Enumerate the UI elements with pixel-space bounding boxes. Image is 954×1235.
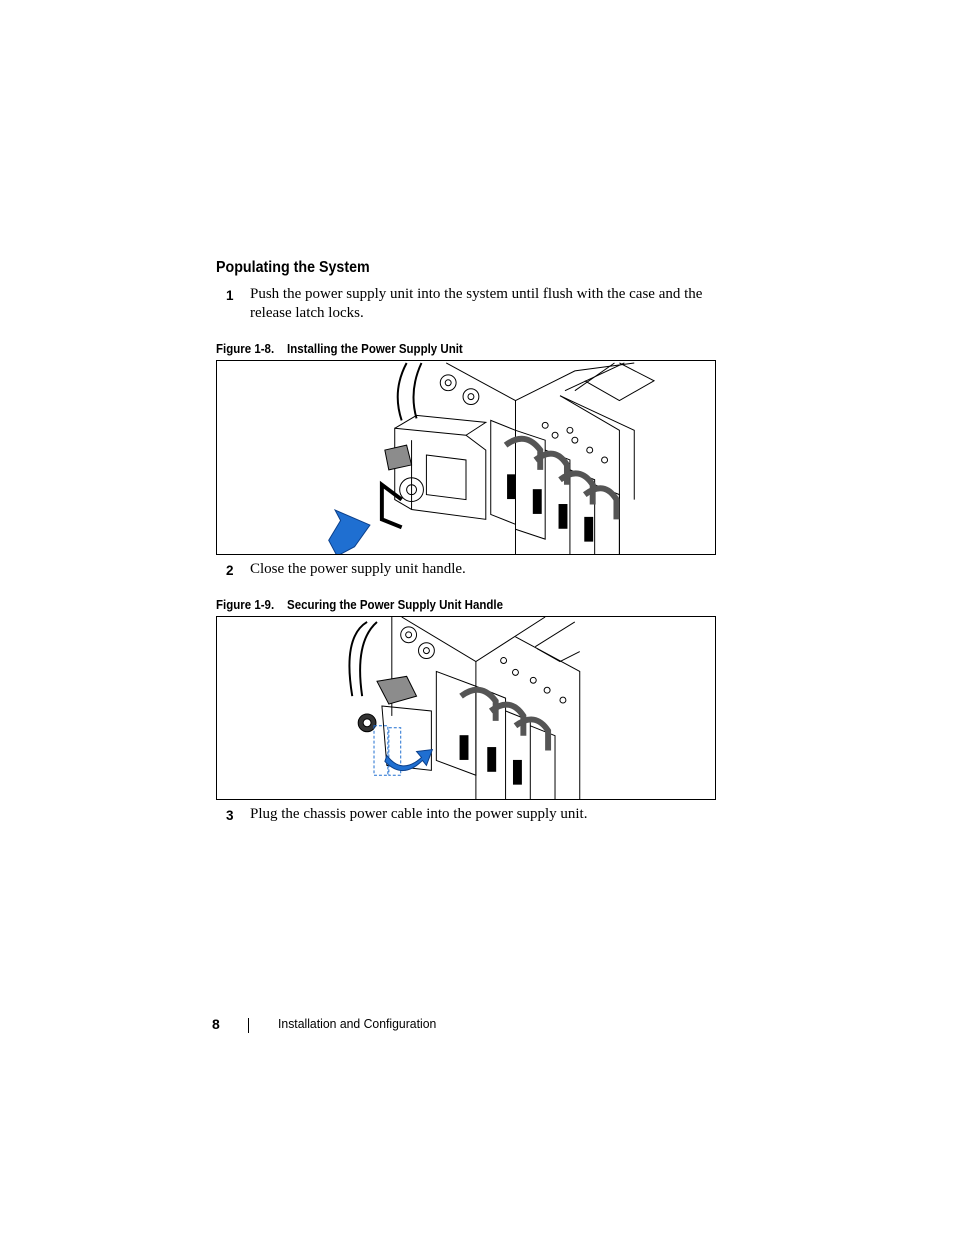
figure-1-8-title: Installing the Power Supply Unit: [287, 342, 463, 356]
footer-divider: [248, 1018, 249, 1033]
section-heading: Populating the System: [216, 259, 370, 276]
close-direction-arrow: [384, 748, 434, 772]
step-2-text: Close the power supply unit handle.: [250, 561, 466, 577]
figure-1-9-title: Securing the Power Supply Unit Handle: [287, 598, 504, 612]
step-1-text: Push the power supply unit into the syst…: [250, 286, 703, 321]
power-supply-handle-illustration: [348, 617, 581, 799]
figure-1-8-image: [216, 360, 716, 555]
insert-direction-arrow: [328, 509, 371, 554]
figure-1-9-image: [216, 616, 716, 800]
footer-section-title: Installation and Configuration: [278, 1016, 437, 1031]
step-3-text: Plug the chassis power cable into the po…: [250, 806, 588, 822]
figure-1-8-caption: Figure 1-8. Installing the Power Supply U…: [216, 342, 463, 356]
power-supply-install-illustration: [328, 362, 656, 554]
step-3-number: 3: [226, 808, 234, 823]
page-number: 8: [212, 1016, 220, 1032]
step-1-number: 1: [226, 288, 234, 303]
figure-1-9-label: Figure 1-9.: [216, 598, 275, 612]
figure-1-9-caption: Figure 1-9. Securing the Power Supply Uni…: [216, 598, 503, 612]
figure-1-8-label: Figure 1-8.: [216, 342, 275, 356]
step-2-number: 2: [226, 563, 234, 578]
